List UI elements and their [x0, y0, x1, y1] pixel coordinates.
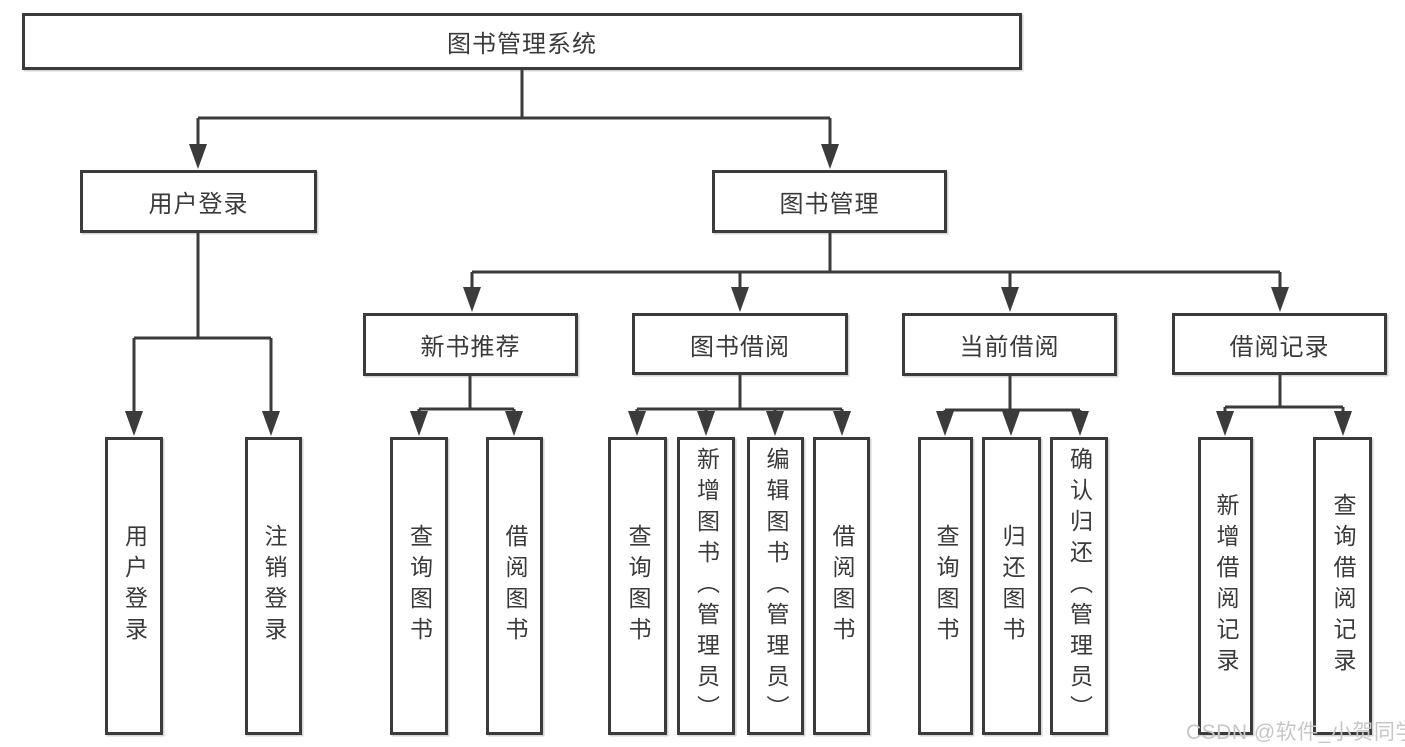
node-leaf-query-books-2: 查询图书	[608, 437, 667, 735]
arrowhead	[821, 144, 839, 169]
connector-user-login-children	[125, 233, 280, 436]
node-user-login: 用户登录	[80, 170, 317, 233]
arrowhead	[410, 411, 428, 436]
node-leaf-query-borrow-record: 查询借阅记录	[1313, 437, 1372, 735]
node-borrow-records: 借阅记录	[1172, 313, 1387, 375]
arrowhead	[1002, 411, 1020, 436]
node-library-system: 图书管理系统	[22, 13, 1022, 70]
node-current-borrow: 当前借阅	[902, 313, 1117, 376]
arrowhead	[833, 411, 851, 436]
connector-borrow-records-children	[1216, 375, 1352, 436]
node-leaf-return-books: 归还图书	[982, 437, 1041, 735]
connector-book-mgmt-children	[463, 233, 1289, 312]
arrowhead	[262, 411, 280, 436]
arrowhead	[697, 411, 715, 436]
node-new-book-recommend: 新书推荐	[363, 313, 578, 376]
node-leaf-user-login: 用户登录	[105, 437, 163, 735]
node-leaf-add-borrow-record: 新增借阅记录	[1198, 437, 1253, 735]
arrowhead	[1001, 287, 1019, 312]
node-book-management: 图书管理	[712, 170, 947, 233]
node-leaf-borrow-books-1: 借阅图书	[486, 437, 543, 735]
arrowhead	[125, 411, 143, 436]
connector-current-borrow-children	[936, 376, 1089, 436]
arrowhead	[731, 287, 749, 312]
node-leaf-add-books-admin: 新增图书（管理员）	[677, 437, 735, 735]
arrowhead	[463, 287, 481, 312]
watermark-text: CSDN @软件_小贺同学	[1186, 721, 1405, 744]
arrowhead	[505, 411, 523, 436]
connector-book-borrow-children	[628, 375, 851, 436]
arrowhead	[1271, 287, 1289, 312]
arrowhead	[766, 411, 784, 436]
node-leaf-query-books-3: 查询图书	[918, 437, 973, 735]
arrowhead	[1334, 411, 1352, 436]
arrowhead	[1216, 411, 1234, 436]
node-leaf-query-books-1: 查询图书	[390, 437, 448, 735]
connector-root-to-level2	[189, 70, 839, 169]
node-leaf-logout: 注销登录	[245, 437, 302, 735]
arrowhead	[1071, 411, 1089, 436]
arrowhead	[189, 144, 207, 169]
connector-new-book-children	[410, 376, 523, 436]
arrowhead	[628, 411, 646, 436]
node-leaf-confirm-return-admin: 确认归还（管理员）	[1050, 437, 1108, 735]
arrowhead	[936, 411, 954, 436]
node-book-borrow: 图书借阅	[632, 313, 848, 375]
node-leaf-edit-books-admin: 编辑图书（管理员）	[747, 437, 804, 735]
node-leaf-borrow-books-2: 借阅图书	[813, 437, 870, 735]
